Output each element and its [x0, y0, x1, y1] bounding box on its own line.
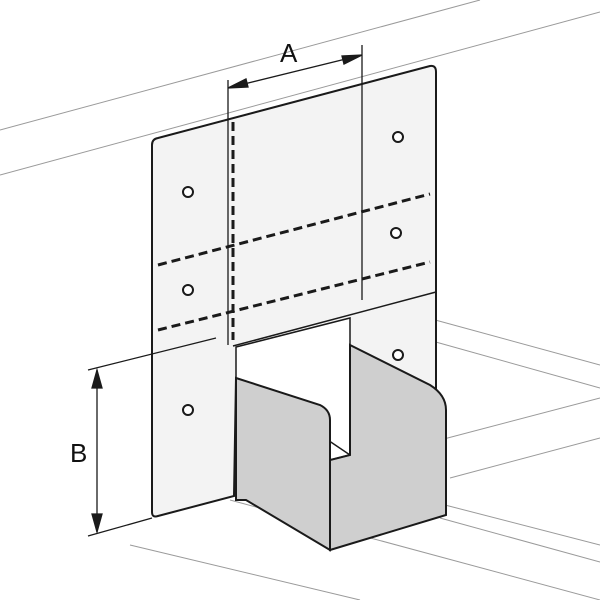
dimension-b-label: B: [70, 438, 88, 468]
nail-hole: [392, 131, 404, 143]
u-flange-right: [329, 343, 447, 552]
nail-hole: [182, 186, 194, 198]
bend-lines: [157, 122, 431, 340]
nail-holes: [182, 131, 404, 416]
dimension-a-label: A: [280, 38, 298, 68]
u-flange-left: [235, 376, 331, 552]
nail-hole: [182, 404, 194, 416]
nail-hole: [392, 349, 404, 361]
nail-hole: [390, 227, 402, 239]
dimension-b: [87, 337, 217, 537]
dimension-a: [227, 45, 363, 345]
nail-hole: [182, 284, 194, 296]
